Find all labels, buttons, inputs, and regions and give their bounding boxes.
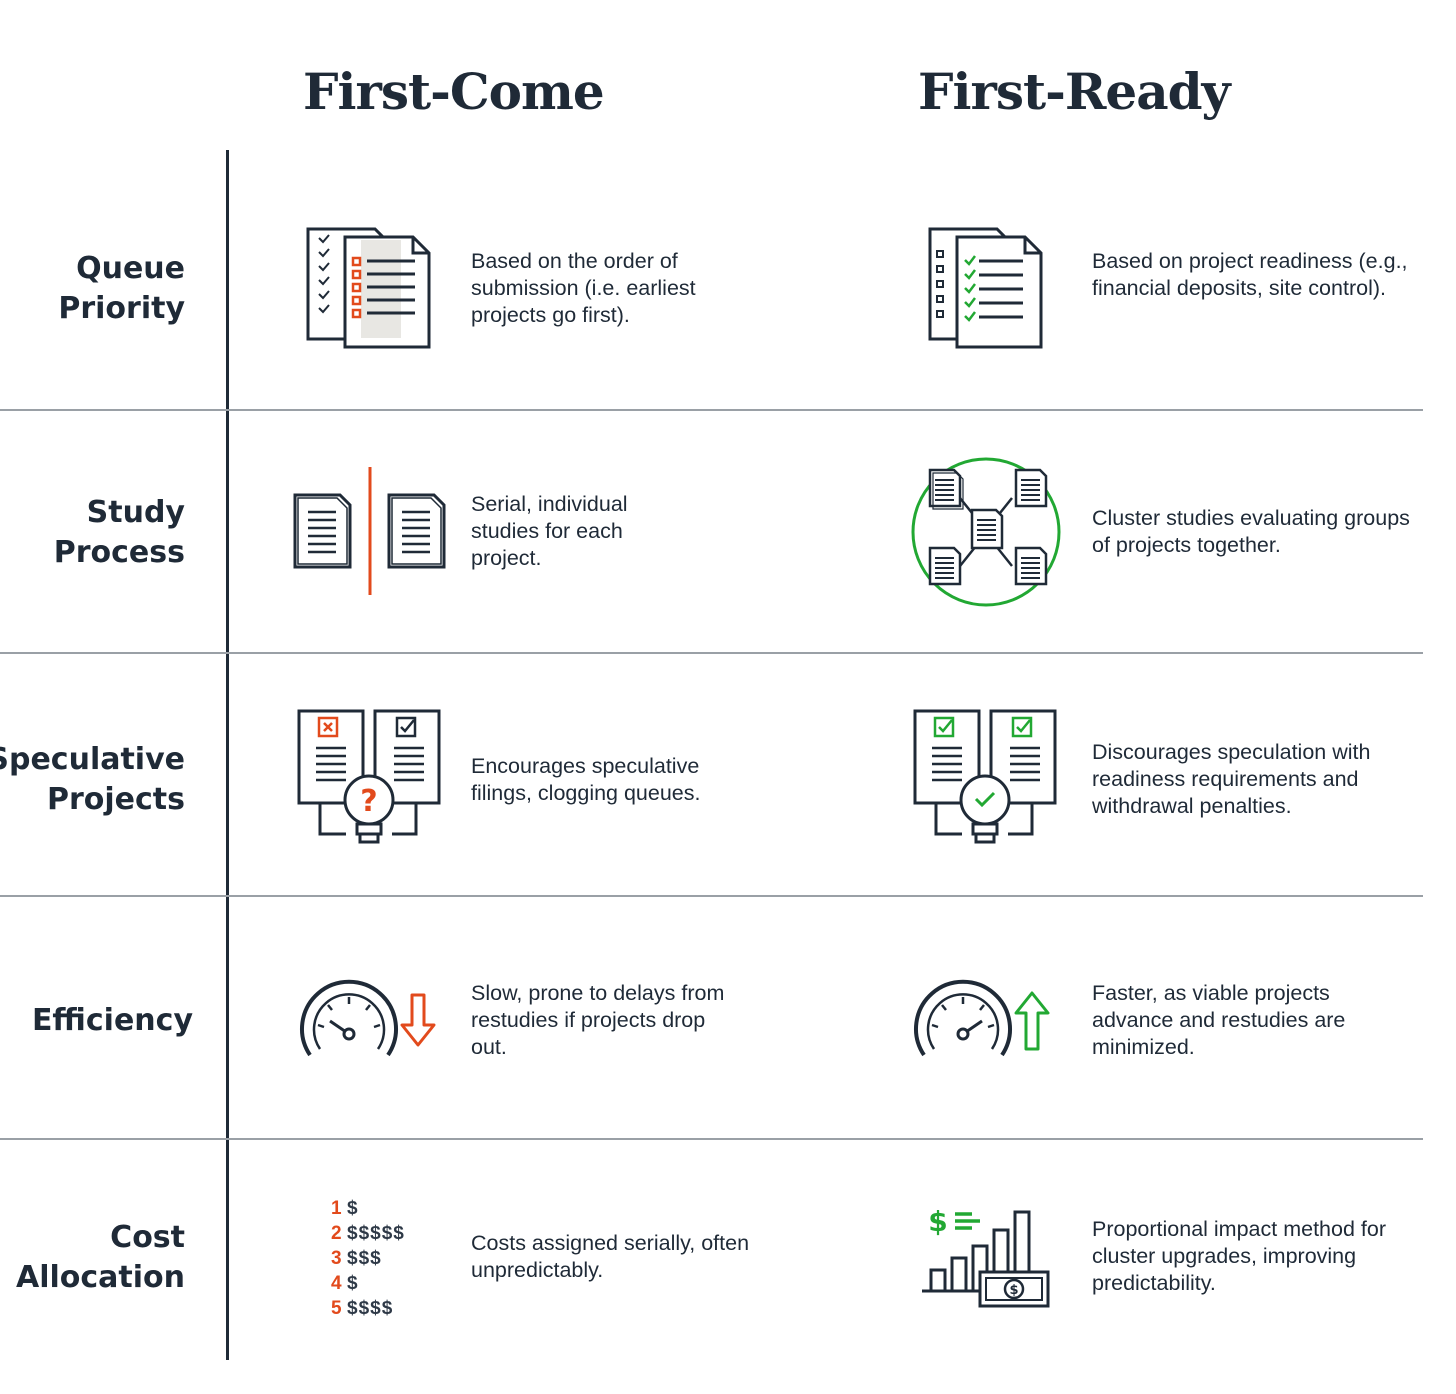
lightbulb-check-icon [912, 708, 1060, 853]
bar-chart-money-icon: $ $ [920, 1204, 1055, 1310]
cost-list-item: 3$$$ [331, 1248, 382, 1269]
desc-cost-first-come: Costs assigned serially, often unpredict… [471, 1231, 750, 1282]
vertical-divider [226, 150, 229, 1360]
row-divider [0, 409, 1423, 411]
row-divider [0, 1138, 1423, 1140]
svg-text:?: ? [360, 784, 377, 819]
row-divider [0, 652, 1423, 654]
desc-speculative-first-come: Encourages speculative filings, clogging… [471, 754, 701, 805]
desc-efficiency-first-come: Slow, prone to delays from restudies if … [471, 981, 725, 1059]
cost-allocation-list: 1$ 2$$$$$ 3$$$ 4$ 5$$$$ [331, 1196, 405, 1321]
cost-list-item: 2$$$$$ [331, 1223, 405, 1244]
desc-queue-first-come: Based on the order of submission (i.e. e… [471, 249, 696, 327]
cost-list-item: 4$ [331, 1273, 359, 1294]
serial-documents-icon [292, 467, 452, 597]
desc-speculative-first-ready: Discourages speculation with readiness r… [1092, 740, 1371, 818]
row-label-efficiency: Efficiency [31, 1003, 193, 1038]
speedometer-up-icon [914, 979, 1056, 1063]
cost-list-item: 5$$$$ [331, 1298, 394, 1319]
desc-efficiency-first-ready: Faster, as viable projects advance and r… [1092, 981, 1346, 1059]
row-divider [0, 895, 1423, 897]
lightbulb-question-icon: ? [296, 708, 444, 853]
document-stack-icon [305, 226, 435, 351]
desc-cost-first-ready: Proportional impact method for cluster u… [1092, 1217, 1386, 1295]
desc-study-first-come: Serial, individual studies for each proj… [471, 492, 628, 570]
speedometer-down-icon [300, 979, 442, 1063]
header-first-ready: First-Ready [918, 62, 1231, 121]
document-checklist-icon [927, 226, 1057, 351]
cluster-documents-icon [910, 456, 1062, 608]
desc-study-first-ready: Cluster studies evaluating groups of pro… [1092, 506, 1410, 557]
money-symbol: $ [928, 1205, 947, 1238]
desc-queue-first-ready: Based on project readiness (e.g., financ… [1092, 249, 1408, 300]
svg-text:$: $ [1009, 1283, 1018, 1298]
header-first-come: First-Come [303, 62, 605, 121]
cost-list-item: 1$ [331, 1198, 359, 1219]
